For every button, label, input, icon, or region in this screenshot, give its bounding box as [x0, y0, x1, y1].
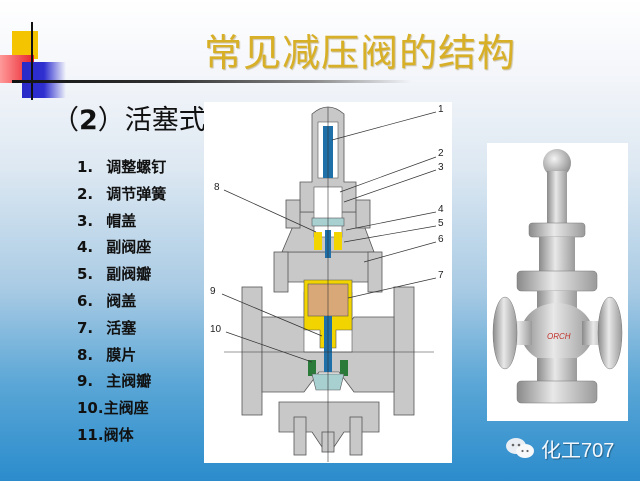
slide-title: 常见减压阀的结构 [203, 31, 516, 75]
valve-illustration: ORCH [492, 149, 623, 404]
parts-list-item: 11.阀体 [77, 422, 166, 449]
part-number: 2. [77, 184, 94, 203]
cross-section-drawing [221, 106, 437, 462]
subtitle-paren-close: ） [97, 105, 125, 136]
part-number: 10. [77, 399, 104, 418]
part-number: 1. [77, 158, 94, 176]
part-number: 3. [77, 211, 94, 230]
parts-list-item: 8. 膜片 [77, 342, 166, 369]
valve-cross-section-diagram: 1 2 3 4 5 6 7 8 9 10 [204, 102, 452, 463]
part-number: 6. [77, 291, 94, 310]
part-name: 调整螺钉 [106, 158, 167, 176]
subtitle-text: 活塞式 [124, 105, 206, 136]
nameplate-text: ORCH [547, 332, 571, 341]
part-number: 5. [77, 265, 94, 284]
callout-label: 1 [438, 104, 444, 115]
valve-product-photo: ORCH [487, 143, 628, 421]
brand-name: 化工707 [541, 439, 615, 462]
title-underline [12, 80, 412, 83]
section-subtitle: （2）活塞式 [52, 98, 206, 137]
part-name: 阀盖 [106, 291, 137, 310]
callout-label: 5 [438, 218, 444, 229]
subtitle-paren-open: （ [52, 105, 79, 136]
part-name: 主阀座 [103, 399, 149, 418]
parts-list-item: 6. 阀盖 [77, 288, 166, 315]
slide-logo-decoration [0, 0, 80, 100]
callout-label: 2 [438, 148, 444, 159]
parts-list-item: 7. 活塞 [77, 315, 166, 342]
parts-list-item: 1. 调整螺钉 [77, 154, 166, 181]
parts-list: 1. 调整螺钉 2. 调节弹簧 3. 帽盖 4. 副阀座 5. 副阀瓣 6. 阀… [77, 154, 166, 449]
parts-list-item: 10.主阀座 [77, 395, 166, 422]
part-number: 9. [77, 372, 94, 391]
part-number: 8. [77, 345, 94, 364]
callout-label: 7 [438, 270, 444, 281]
part-name: 副阀座 [106, 238, 152, 257]
parts-list-item: 9. 主阀瓣 [77, 368, 166, 395]
part-name: 帽盖 [106, 211, 137, 230]
parts-list-item: 2. 调节弹簧 [77, 181, 166, 208]
part-name: 活塞 [106, 318, 137, 337]
parts-list-item: 5. 副阀瓣 [77, 261, 166, 288]
part-name: 主阀瓣 [106, 372, 152, 391]
wechat-icon [506, 438, 534, 458]
callout-label: 4 [438, 204, 444, 215]
parts-list-item: 4. 副阀座 [77, 234, 166, 261]
part-name: 阀体 [103, 425, 134, 444]
part-name: 副阀瓣 [106, 265, 152, 284]
part-name: 膜片 [106, 345, 137, 364]
callout-label: 8 [214, 182, 220, 193]
logo-vertical-line [31, 22, 33, 100]
callout-label: 9 [210, 286, 216, 297]
subtitle-number: 2 [79, 105, 98, 136]
footer-watermark: 化工707 [505, 435, 615, 462]
callout-label: 6 [438, 234, 444, 245]
logo-yellow-square [12, 31, 38, 59]
part-number: 7. [77, 318, 94, 337]
callout-label: 3 [438, 162, 444, 173]
parts-list-item: 3. 帽盖 [77, 208, 166, 235]
part-name: 调节弹簧 [106, 184, 167, 203]
callout-label: 10 [210, 324, 222, 335]
part-number: 11. [77, 425, 104, 444]
part-number: 4. [77, 238, 94, 257]
